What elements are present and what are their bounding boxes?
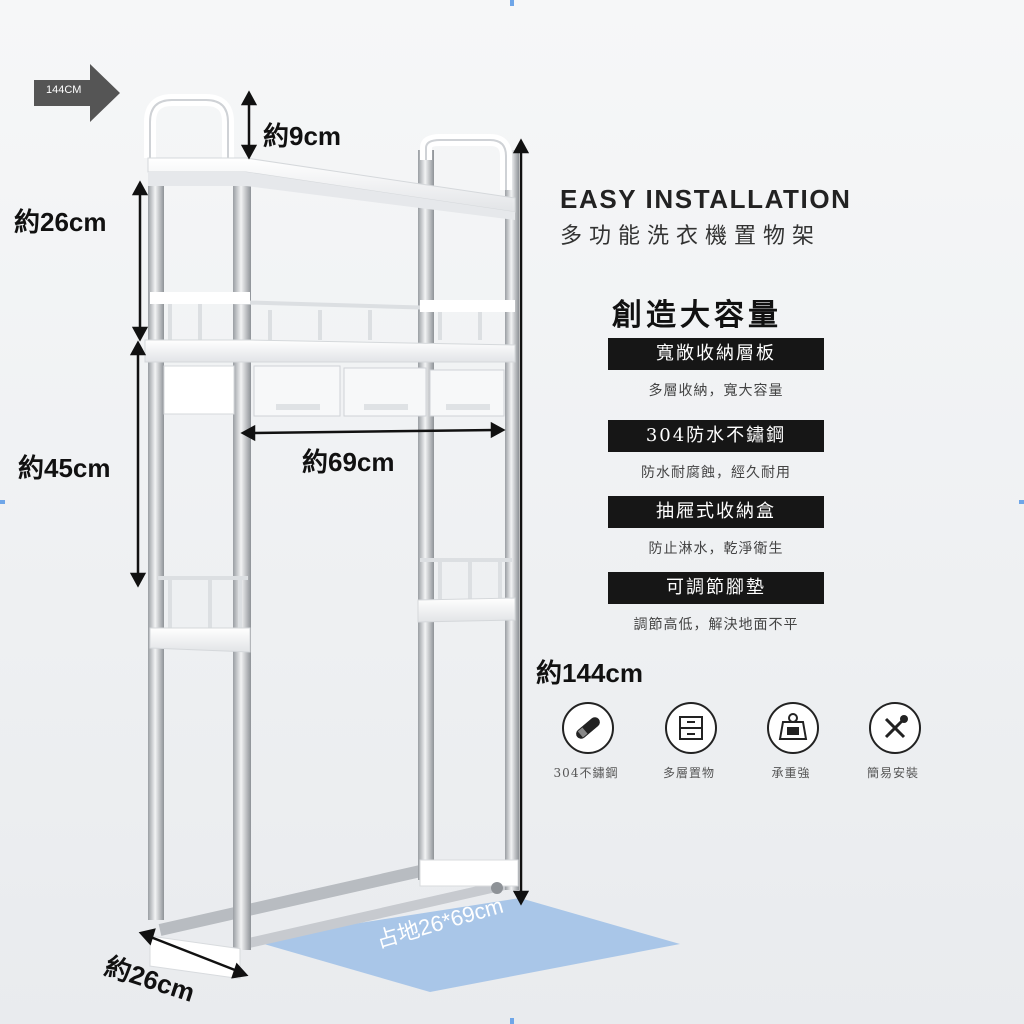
stainless-tube-icon — [562, 702, 614, 754]
dim-inner-width: 約69cm — [302, 447, 395, 477]
title-chinese: 多功能洗衣機置物架 — [560, 224, 822, 249]
drawer-icon — [665, 702, 717, 754]
tools-icon — [869, 702, 921, 754]
edge-marker-top — [510, 0, 514, 6]
feature-desc: 防水耐腐蝕，經久耐用 — [641, 465, 791, 481]
edge-marker-left — [0, 500, 5, 504]
title-english: EASY INSTALLATION — [560, 184, 852, 214]
icon-label: 304不鏽鋼 — [553, 766, 619, 780]
feature-label: 寬敞收納層板 — [608, 338, 824, 370]
feature-desc: 防止淋水，乾淨衛生 — [648, 541, 784, 557]
weight-icon — [767, 702, 819, 754]
edge-marker-bottom — [510, 1018, 514, 1024]
dim-total-height: 約144cm — [536, 658, 643, 688]
dim-middle-gap: 約45cm — [18, 453, 111, 483]
feature-label: 304防水不鏽鋼 — [608, 420, 824, 452]
edge-marker-right — [1019, 500, 1024, 504]
icon-label: 多層置物 — [662, 766, 715, 780]
dim-shelf-gap: 約26cm — [14, 207, 107, 237]
height-badge: 144CM — [34, 64, 124, 122]
floor-footprint — [250, 898, 680, 992]
arrow-right-icon — [34, 64, 120, 122]
badge-label: 144CM — [46, 84, 82, 96]
feature-desc: 多層收納，寬大容量 — [648, 383, 784, 399]
feature-label: 抽屜式收納盒 — [608, 496, 824, 528]
icon-label: 簡易安裝 — [866, 766, 919, 780]
feature-label: 可調節腳墊 — [608, 572, 824, 604]
icon-label: 承重強 — [771, 766, 811, 780]
features-heading: 創造大容量 — [612, 298, 782, 333]
dim-top-height: 約9cm — [263, 121, 342, 151]
feature-desc: 調節高低，解決地面不平 — [633, 617, 799, 633]
